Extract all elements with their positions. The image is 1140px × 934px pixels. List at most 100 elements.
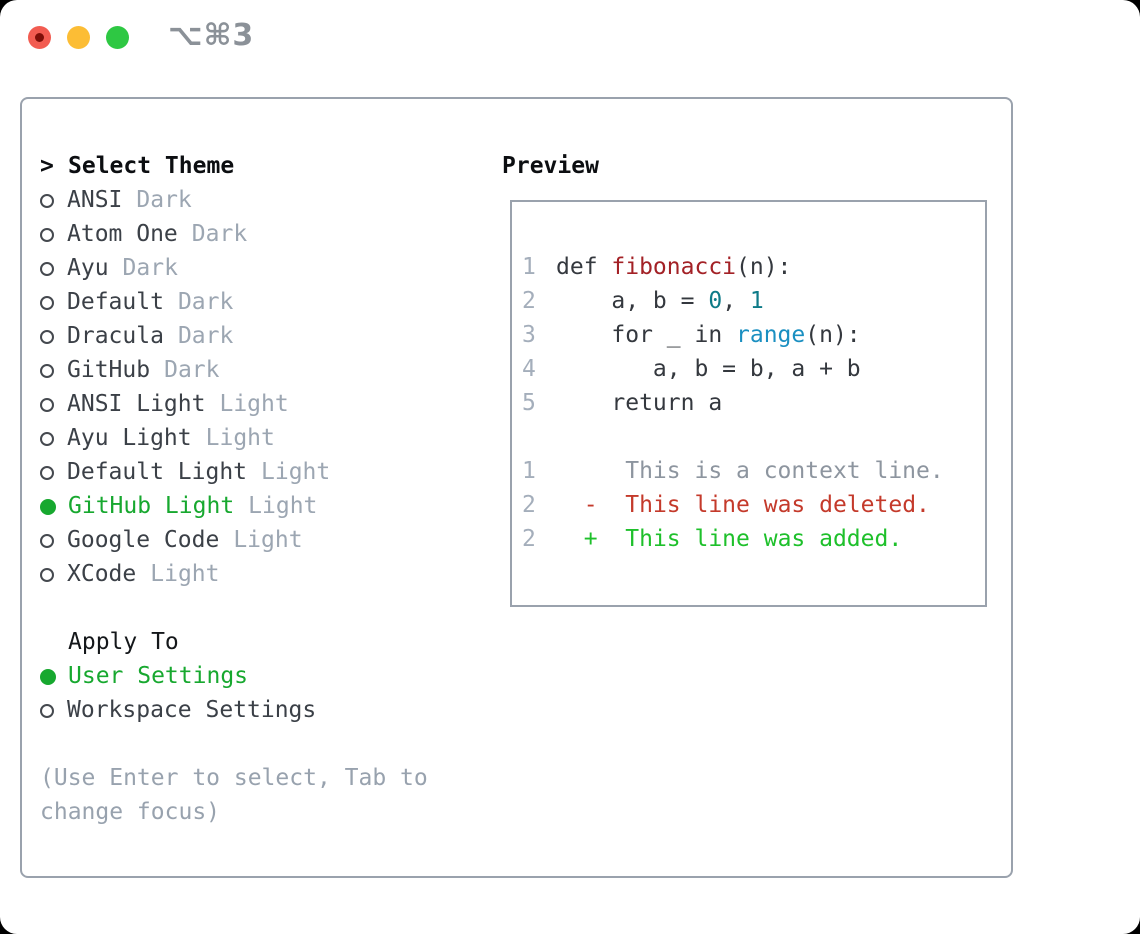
hint-line-2: change focus) — [40, 799, 221, 825]
code-token — [556, 492, 584, 518]
code-line: 5 return a — [522, 386, 985, 420]
code-line: 2 - This line was deleted. — [522, 488, 985, 522]
line-number: 1 — [522, 254, 536, 280]
apply-option-workspace-settings[interactable]: Workspace Settings — [40, 693, 502, 727]
code-token: a, b = b, a + b — [556, 356, 861, 382]
theme-variant-tag: Dark — [136, 187, 192, 213]
apply-to-header: Apply To — [68, 629, 179, 655]
code-line: 4 a, b = b, a + b — [522, 352, 985, 386]
code-token: + This line was added. — [583, 526, 903, 552]
theme-option-xcode[interactable]: XCode Light — [40, 557, 502, 591]
code-line: 1 This is a context line. — [522, 454, 985, 488]
theme-option-ayu[interactable]: Ayu Dark — [40, 251, 502, 285]
theme-name: Default — [67, 289, 164, 315]
code-token: def — [556, 254, 612, 280]
code-token: fibonacci — [611, 254, 737, 280]
line-number: 2 — [522, 492, 536, 518]
code-token: return a — [556, 390, 723, 416]
theme-variant-tag: Light — [248, 493, 318, 519]
theme-variant-tag: Light — [150, 561, 220, 587]
theme-option-default[interactable]: Default Dark — [40, 285, 502, 319]
hint-text: (Use Enter to select, Tab to change focu… — [40, 761, 502, 829]
code-token: for _ in — [556, 322, 737, 348]
theme-variant-tag: Light — [205, 425, 275, 451]
spacer — [40, 591, 502, 625]
code-line: 2 a, b = 0, 1 — [522, 284, 985, 318]
radio-selected-icon — [40, 499, 56, 515]
theme-variant-tag: Light — [219, 391, 289, 417]
traffic-lights — [28, 26, 129, 49]
code-token: range — [736, 322, 806, 348]
theme-option-dracula[interactable]: Dracula Dark — [40, 319, 502, 353]
theme-name: Google Code — [67, 527, 220, 553]
radio-icon — [40, 194, 54, 208]
code-line: 3 for _ in range(n): — [522, 318, 985, 352]
apply-option-label: User Settings — [68, 663, 249, 689]
theme-name: ANSI Light — [67, 391, 206, 417]
select-theme-header: > Select Theme — [40, 149, 502, 183]
code-token: This is a context line. — [556, 458, 944, 484]
apply-option-label: Workspace Settings — [67, 697, 317, 723]
theme-variant-tag: Dark — [177, 289, 234, 315]
theme-variant-tag: Dark — [177, 323, 234, 349]
theme-option-ansi[interactable]: ANSI Dark — [40, 183, 502, 217]
line-number: 1 — [522, 458, 536, 484]
radio-icon — [40, 398, 54, 412]
theme-option-atom-one[interactable]: Atom One Dark — [40, 217, 502, 251]
code-line: 1 def fibonacci(n): — [522, 250, 985, 284]
line-number: 2 — [522, 288, 536, 314]
radio-icon — [40, 432, 54, 446]
apply-option-user-settings[interactable]: User Settings — [40, 659, 502, 693]
hint-line-1: (Use Enter to select, Tab to — [40, 765, 428, 791]
theme-name: Atom One — [67, 221, 178, 247]
theme-name: XCode — [67, 561, 137, 587]
code-line — [522, 420, 985, 454]
theme-variant-tag: Light — [261, 459, 331, 485]
radio-icon — [40, 364, 54, 378]
theme-variant-tag: Dark — [122, 255, 178, 281]
prompt-chevron-icon: > — [40, 153, 54, 179]
select-theme-title: Select Theme — [68, 153, 235, 179]
theme-option-ayu-light[interactable]: Ayu Light Light — [40, 421, 502, 455]
radio-icon — [40, 296, 54, 310]
radio-icon — [40, 330, 54, 344]
radio-selected-icon — [40, 669, 56, 685]
theme-name: Ayu — [67, 255, 109, 281]
theme-name: ANSI — [67, 187, 123, 213]
preview-header: Preview — [502, 153, 599, 179]
code-token: (n): — [736, 254, 792, 280]
code-token: a, b = — [556, 288, 709, 314]
zoom-button[interactable] — [106, 26, 129, 49]
radio-icon — [40, 704, 54, 718]
theme-option-github-light[interactable]: GitHub Light Light — [40, 489, 502, 523]
window-title: ⌥⌘3 — [168, 18, 255, 53]
radio-icon — [40, 466, 54, 480]
code-token: (n): — [805, 322, 861, 348]
theme-variant-tag: Dark — [164, 357, 220, 383]
theme-variant-tag: Dark — [191, 221, 248, 247]
radio-icon — [40, 534, 54, 548]
theme-name: Ayu Light — [67, 425, 192, 451]
line-number: 3 — [522, 322, 536, 348]
minimize-button[interactable] — [67, 26, 90, 49]
theme-option-ansi-light[interactable]: ANSI Light Light — [40, 387, 502, 421]
close-button[interactable] — [28, 26, 51, 49]
code-token: - This line was deleted. — [583, 492, 930, 518]
theme-option-default-light[interactable]: Default Light Light — [40, 455, 502, 489]
theme-name: GitHub Light — [68, 493, 235, 519]
code-token — [556, 526, 584, 552]
line-number: 4 — [522, 356, 536, 382]
radio-icon — [40, 228, 54, 242]
line-number: 5 — [522, 390, 536, 416]
theme-name: Default Light — [67, 459, 248, 485]
theme-name: Dracula — [67, 323, 164, 349]
